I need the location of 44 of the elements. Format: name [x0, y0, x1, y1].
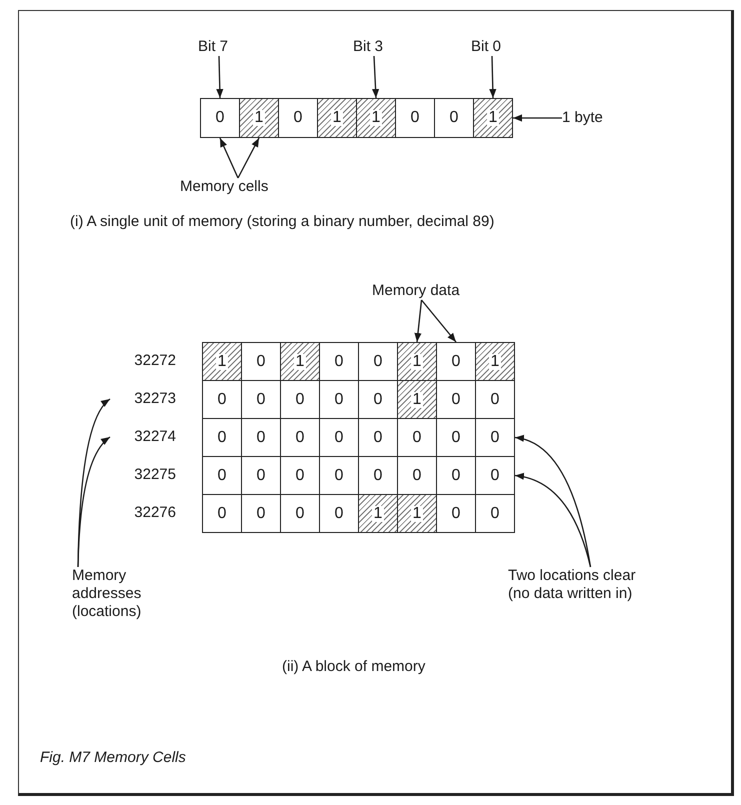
set-memory-cell: 1 — [397, 494, 437, 533]
memory-cell: 0 — [475, 494, 515, 533]
set-memory-cell: 1 — [358, 494, 398, 533]
address-label: 32274 — [110, 418, 184, 456]
set-memory-cell: 1 — [475, 342, 515, 381]
address-label: 32272 — [110, 342, 184, 380]
arrow — [489, 56, 496, 98]
set-memory-cell: 1 — [280, 342, 320, 381]
callout-label: Two locations clear (no data written in) — [508, 567, 658, 607]
callout-label: Memory cells — [180, 178, 296, 196]
callout-label: Memory data — [372, 282, 482, 300]
arrow — [514, 436, 592, 568]
memory-cell: 0 — [278, 98, 318, 138]
arrow — [237, 138, 260, 178]
arrow — [372, 56, 380, 98]
callout-label: Memory addresses (locations) — [72, 567, 172, 625]
arrow — [219, 138, 239, 178]
set-memory-cell: 1 — [202, 342, 242, 381]
arrow — [77, 436, 110, 568]
memory-cell: 0 — [395, 98, 435, 138]
set-memory-cell: 1 — [356, 98, 396, 138]
sub-caption: (ii) A block of memory — [282, 658, 426, 675]
bit-label: Bit 7 — [198, 38, 240, 56]
memory-cell: 0 — [200, 98, 240, 138]
set-memory-cell: 1 — [239, 98, 279, 138]
set-memory-cell: 1 — [397, 380, 437, 419]
arrow — [513, 114, 562, 122]
memory-cell: 0 — [434, 98, 474, 138]
address-label: 32275 — [110, 456, 184, 494]
bit-label: Bit 0 — [471, 38, 513, 56]
address-label: 32273 — [110, 380, 184, 418]
set-memory-cell: 1 — [473, 98, 513, 138]
sub-caption: (i) A single unit of memory (storing a binary number, decimal 89) — [70, 213, 494, 230]
arrow — [216, 56, 224, 98]
arrow — [514, 473, 592, 568]
address-label: 32276 — [110, 494, 184, 532]
set-memory-cell: 1 — [317, 98, 357, 138]
byte-label: 1 byte — [562, 109, 622, 127]
arrow — [414, 300, 422, 342]
memory-cell: 0 — [202, 494, 242, 533]
arrow — [421, 300, 456, 342]
set-memory-cell: 1 — [397, 342, 437, 381]
figure-caption: Fig. M7 Memory Cells — [40, 749, 186, 766]
bit-label: Bit 3 — [353, 38, 395, 56]
